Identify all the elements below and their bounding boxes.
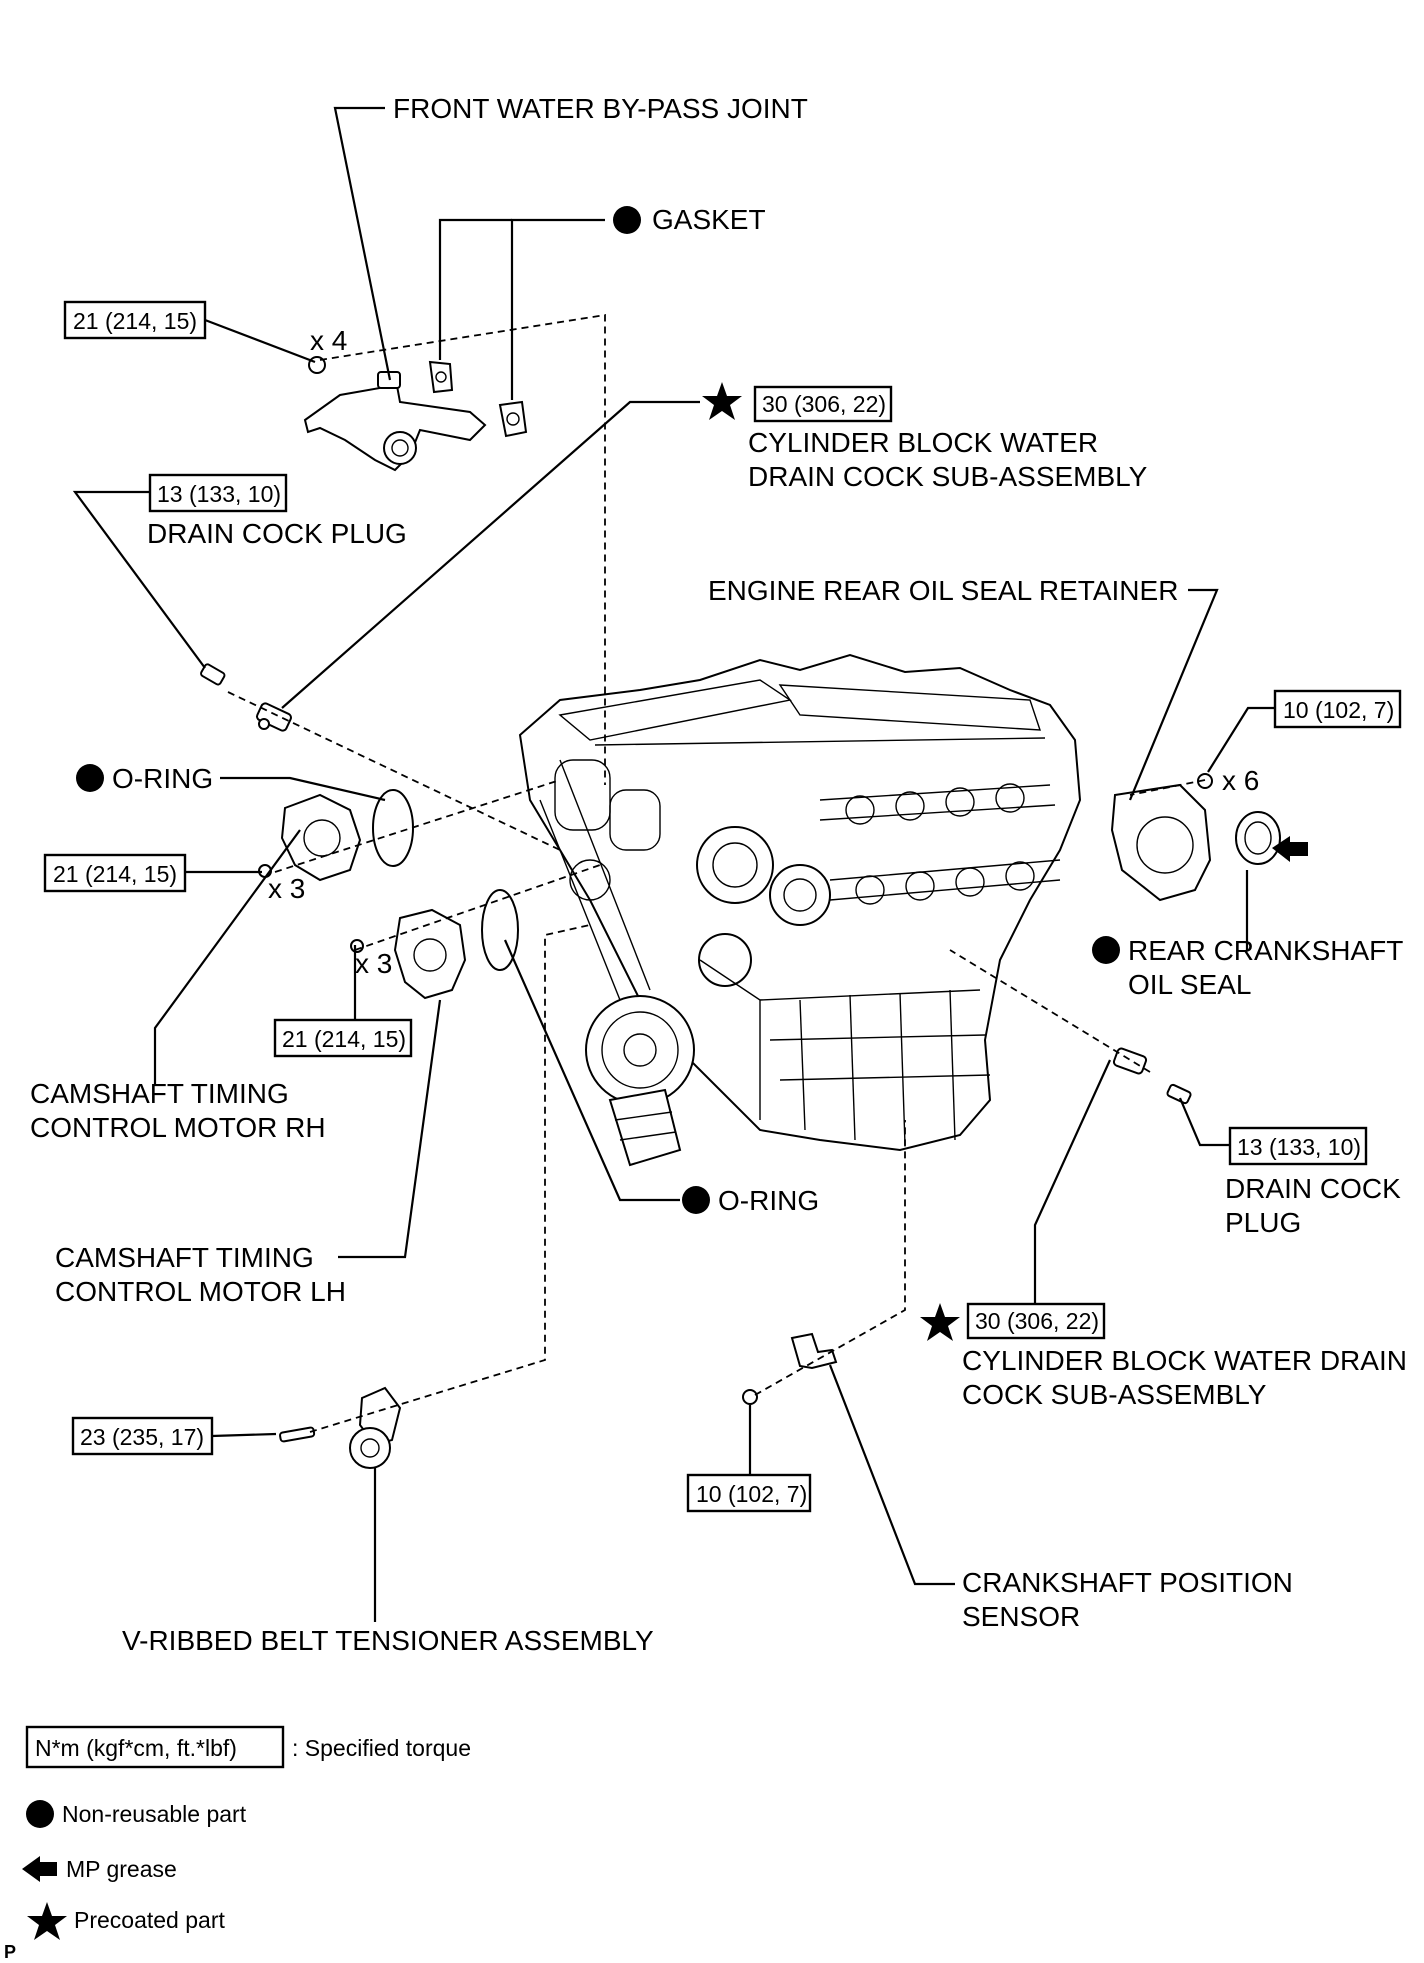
label-drain-cock-plug-right-2: PLUG — [1225, 1207, 1301, 1238]
label-gasket: GASKET — [652, 204, 766, 235]
legend: N*m (kgf*cm, ft.*lbf) : Specified torque… — [4, 1725, 471, 1962]
non-reusable-marker-o-ring-lower — [682, 1186, 710, 1214]
label-camshaft-motor-rh-1: CAMSHAFT TIMING — [30, 1078, 289, 1109]
precoated-marker-top — [702, 382, 742, 420]
torque-lh-motor: 21 (214, 15) — [282, 1026, 406, 1052]
gasket-part-2 — [498, 400, 528, 438]
legend-mp-grease-icon — [22, 1856, 57, 1882]
mp-grease-arrow-on-seal — [1272, 836, 1308, 862]
torque-drain-cock-top: 30 (306, 22) — [762, 391, 886, 417]
non-reusable-marker-rear-seal — [1092, 936, 1120, 964]
label-cyl-block-drain-cock-top-1: CYLINDER BLOCK WATER — [748, 427, 1098, 458]
gasket-part-1 — [428, 360, 454, 394]
engine-block-drawing — [518, 653, 1082, 1167]
engine-rear-oil-seal-retainer-part — [1110, 783, 1212, 902]
retainer-bolt — [1197, 773, 1213, 789]
part-labels: FRONT WATER BY-PASS JOINT GASKET CYLINDE… — [30, 93, 1407, 1656]
label-drain-cock-plug-right-1: DRAIN COCK — [1225, 1173, 1401, 1204]
label-cyl-block-drain-cock-bottom-1: CYLINDER BLOCK WATER DRAIN — [962, 1345, 1407, 1376]
torque-tensioner: 23 (235, 17) — [80, 1424, 204, 1450]
label-cyl-block-drain-cock-top-2: DRAIN COCK SUB-ASSEMBLY — [748, 461, 1148, 492]
front-water-bypass-joint-part — [303, 371, 487, 472]
cyl-block-drain-cock-top-part — [256, 702, 292, 732]
qty-bypass-bolts: x 4 — [310, 325, 347, 356]
label-v-ribbed-belt-tensioner: V-RIBBED BELT TENSIONER ASSEMBLY — [122, 1625, 654, 1656]
assembly-dashed-lines — [227, 313, 1206, 1433]
label-drain-cock-plug-left: DRAIN COCK PLUG — [147, 518, 407, 549]
quantity-labels: x 4 x 6 x 3 x 3 — [268, 325, 1259, 979]
torque-drain-plug-right: 13 (133, 10) — [1237, 1134, 1361, 1160]
label-crankshaft-position-sensor-1: CRANKSHAFT POSITION — [962, 1567, 1293, 1598]
qty-rh-motor-bolts: x 3 — [268, 873, 305, 904]
non-reusable-marker-o-ring-upper — [76, 764, 104, 792]
torque-drain-cock-bottom: 30 (306, 22) — [975, 1308, 1099, 1334]
camshaft-motor-lh-part — [393, 908, 467, 1000]
qty-retainer-bolts: x 6 — [1222, 765, 1259, 796]
drain-cock-plug-left-part — [200, 663, 226, 686]
cyl-block-drain-cock-bottom-part — [1112, 1047, 1148, 1075]
label-camshaft-motor-rh-2: CONTROL MOTOR RH — [30, 1112, 326, 1143]
label-crankshaft-position-sensor-2: SENSOR — [962, 1601, 1080, 1632]
torque-crank-sensor: 10 (102, 7) — [696, 1481, 807, 1507]
label-engine-rear-oil-seal-retainer: ENGINE REAR OIL SEAL RETAINER — [708, 575, 1178, 606]
legend-torque-desc: : Specified torque — [292, 1735, 471, 1761]
tensioner-bolt — [279, 1426, 316, 1443]
torque-bypass-joint: 21 (214, 15) — [73, 308, 197, 334]
legend-precoated-icon — [27, 1902, 67, 1940]
legend-torque-units: N*m (kgf*cm, ft.*lbf) — [35, 1735, 237, 1761]
rear-crankshaft-oil-seal-part — [1235, 811, 1281, 865]
label-camshaft-motor-lh-1: CAMSHAFT TIMING — [55, 1242, 314, 1273]
o-ring-upper-part — [372, 789, 414, 867]
legend-non-reusable: Non-reusable part — [62, 1801, 247, 1827]
torque-drain-plug-left: 13 (133, 10) — [157, 481, 281, 507]
label-rear-crankshaft-oil-seal-2: OIL SEAL — [1128, 969, 1251, 1000]
leader-lines — [72, 106, 1275, 1622]
non-reusable-marker-gasket — [613, 206, 641, 234]
precoated-marker-bottom — [920, 1303, 960, 1341]
torque-retainer: 10 (102, 7) — [1283, 697, 1394, 723]
drain-cock-plug-right-part — [1166, 1083, 1192, 1105]
qty-lh-motor-bolts: x 3 — [355, 948, 392, 979]
crankshaft-position-sensor-part — [790, 1332, 838, 1370]
legend-mp-grease: MP grease — [66, 1856, 177, 1882]
label-rear-crankshaft-oil-seal-1: REAR CRANKSHAFT — [1128, 935, 1403, 966]
label-o-ring-lower: O-RING — [718, 1185, 819, 1216]
label-o-ring-upper: O-RING — [112, 763, 213, 794]
label-cyl-block-drain-cock-bottom-2: COCK SUB-ASSEMBLY — [962, 1379, 1267, 1410]
corner-mark: P — [4, 1942, 16, 1962]
label-camshaft-motor-lh-2: CONTROL MOTOR LH — [55, 1276, 346, 1307]
legend-non-reusable-icon — [26, 1800, 54, 1828]
label-front-water-bypass-joint: FRONT WATER BY-PASS JOINT — [393, 93, 808, 124]
v-ribbed-belt-tensioner-part — [349, 1386, 402, 1469]
crank-sensor-bolt — [742, 1389, 758, 1405]
torque-rh-motor: 21 (214, 15) — [53, 861, 177, 887]
torque-boxes: 21 (214, 15) 30 (306, 22) 13 (133, 10) 1… — [43, 300, 1402, 1513]
legend-precoated: Precoated part — [74, 1907, 225, 1933]
